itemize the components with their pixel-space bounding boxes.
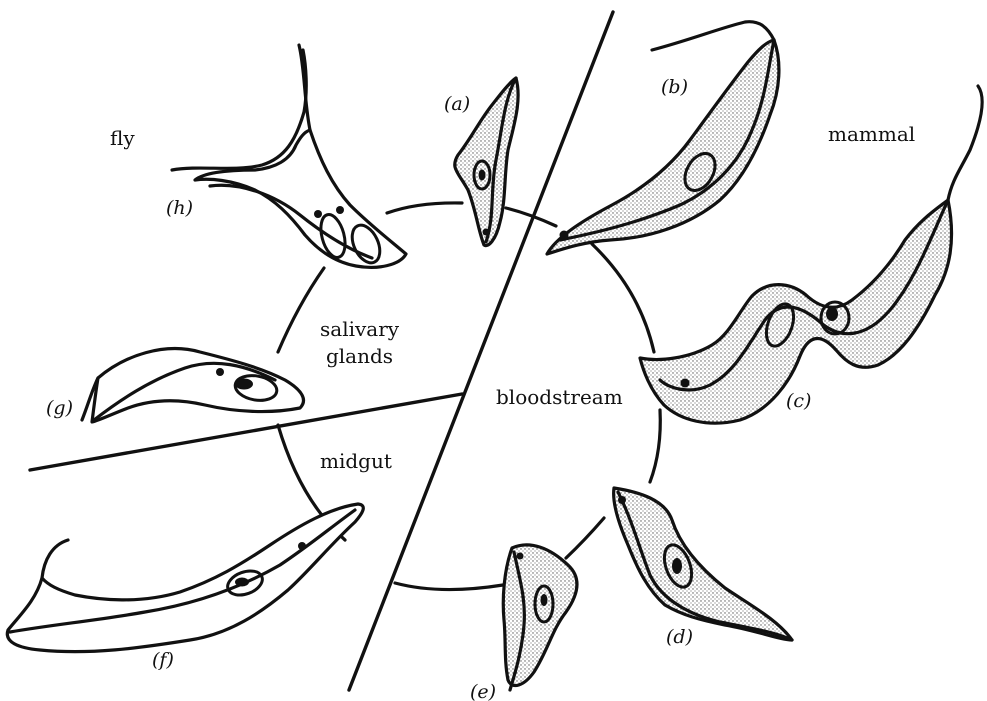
- cell-e: [503, 545, 577, 690]
- cycle-arc-d-e: [566, 518, 604, 558]
- stage-h-label: (h): [166, 199, 193, 218]
- cell-h: [172, 45, 406, 267]
- cell-g: [82, 349, 304, 422]
- region-midgut-label: midgut: [320, 451, 392, 471]
- region-bloodstream-label: bloodstream: [496, 387, 623, 407]
- cycle-arc-g-h: [278, 268, 324, 352]
- cycle-arc-h-a: [387, 203, 462, 213]
- stage-e-label: (e): [470, 683, 496, 701]
- stage-c-label: (c): [786, 392, 811, 411]
- region-salivary-glands-label: salivary glands: [320, 316, 399, 370]
- cell-f: [7, 504, 363, 652]
- cell-d: [614, 488, 792, 640]
- cycle-arc-b-c: [592, 244, 654, 352]
- cycle-arc-c-d: [650, 410, 660, 482]
- stage-g-label: (g): [46, 399, 73, 418]
- cell-b: [547, 22, 779, 254]
- stage-b-label: (b): [661, 78, 688, 97]
- stage-d-label: (d): [666, 628, 693, 647]
- stage-f-label: (f): [152, 651, 174, 670]
- cycle-arc-e-f: [395, 583, 503, 590]
- region-mammal-label: mammal: [828, 124, 915, 144]
- region-fly-label: fly: [110, 128, 135, 148]
- stage-a-label: (a): [444, 95, 470, 114]
